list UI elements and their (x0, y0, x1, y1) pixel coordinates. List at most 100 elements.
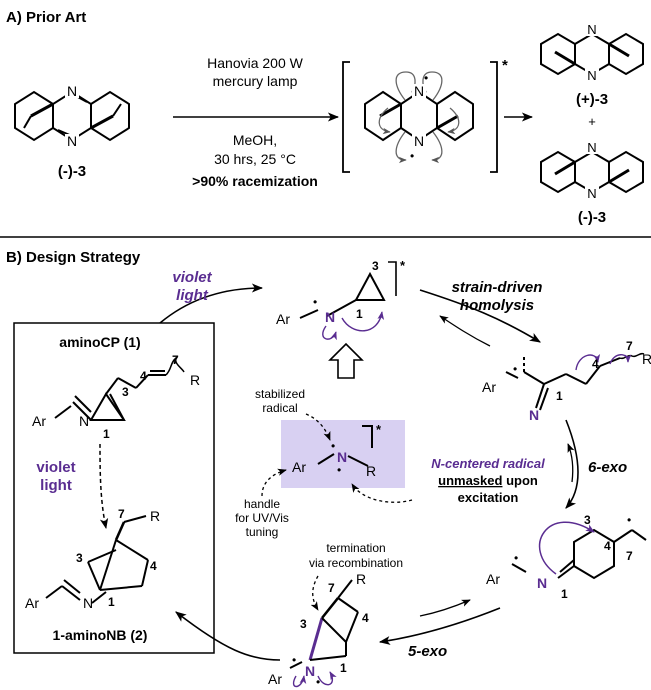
curly-arrows-purple (322, 311, 385, 341)
six-exo-label: 6-exo (588, 459, 627, 476)
aminonb-structure (45, 515, 149, 604)
excited-mark: * (400, 258, 406, 273)
condition-solvent: MeOH, (233, 132, 277, 148)
locant-1: 1 (561, 587, 568, 601)
atom-n: N (587, 186, 596, 201)
locant-3: 3 (122, 385, 129, 399)
upon-word: upon (502, 473, 537, 488)
radical-dot: • (316, 675, 320, 689)
norbornyl-radical (289, 579, 359, 669)
condition-time-temp: 30 hrs, 25 °C (214, 151, 296, 167)
atom-n: N (325, 309, 335, 325)
locant-7: 7 (626, 549, 633, 563)
strain-driven-2: homolysis (460, 297, 534, 314)
locant-7: 7 (118, 507, 125, 521)
six-exo-arrow-back (567, 443, 575, 483)
termination-2: via recombination (309, 556, 403, 570)
condition-result: >90% racemization (192, 173, 318, 189)
atom-n: N (67, 133, 77, 149)
excited-bracket (388, 261, 397, 296)
termination-1: termination (326, 541, 385, 555)
excited-aminocp-structure (299, 271, 386, 319)
locant-1: 1 (108, 595, 115, 609)
section-b-title: B) Design Strategy (6, 249, 141, 266)
central-highlight-box (281, 420, 405, 488)
radical-dot: • (514, 551, 518, 565)
equilibrium-arrow (419, 289, 541, 343)
radical-dot: • (513, 362, 517, 376)
excited-state-structure (364, 90, 474, 142)
stabilized-radical-2: radical (262, 401, 297, 415)
locant-1: 1 (356, 307, 363, 321)
locant-3: 3 (300, 617, 307, 631)
condition-lamp-1: Hanovia 200 W (207, 55, 304, 71)
atom-ar: Ar (32, 413, 46, 429)
atom-n: N (587, 68, 596, 83)
atom-ar: Ar (486, 571, 500, 587)
atom-ar: Ar (268, 671, 282, 687)
handle-3: tuning (246, 525, 279, 539)
atom-r: R (150, 508, 160, 524)
unmasked-word: unmasked (438, 473, 502, 488)
central-radical-structure (317, 425, 373, 467)
handle-2: for UV/Vis (235, 511, 289, 525)
atom-n: N (337, 449, 347, 465)
atom-n: N (414, 83, 424, 99)
locant-7: 7 (172, 353, 179, 367)
box-bottom-label: 1-aminoNB (2) (53, 627, 148, 643)
aminocp-structure (54, 355, 185, 421)
locant-4: 4 (140, 369, 147, 383)
violet-light-top-2: light (176, 287, 209, 304)
left-box (13, 322, 215, 654)
excited-state-bracket (342, 61, 498, 173)
atom-ar: Ar (25, 595, 39, 611)
radical-dot: • (292, 653, 296, 667)
excited-mark: * (376, 422, 382, 437)
start-label: (-)-3 (58, 163, 86, 180)
five-exo-arrow-back (419, 599, 471, 617)
excited-mark: * (502, 57, 508, 74)
n-centered-label: N-centered radical (431, 456, 545, 471)
atom-n: N (529, 407, 539, 423)
locant-7: 7 (626, 339, 633, 353)
atom-n: N (414, 133, 424, 149)
locant-1: 1 (103, 427, 110, 441)
strain-driven-1: strain-driven (452, 279, 543, 296)
radical-dot: • (424, 71, 428, 85)
section-a-title: A) Prior Art (6, 9, 86, 26)
atom-ar: Ar (276, 311, 290, 327)
starting-material-structure (14, 90, 130, 142)
atom-n: N (79, 413, 89, 429)
curly-arrows-purple (292, 671, 337, 688)
locant-4: 4 (604, 539, 611, 553)
locant-3: 3 (584, 513, 591, 527)
locant-4: 4 (592, 357, 599, 371)
radical-dot: • (331, 439, 335, 453)
n-centered-dashed-arrow (351, 483, 413, 503)
violet-light-top-1: violet (172, 269, 212, 286)
atom-r: R (366, 463, 376, 479)
five-exo-label: 5-exo (408, 643, 447, 660)
return-arrow (175, 611, 281, 661)
atom-n: N (537, 575, 547, 591)
radical-dot: • (627, 513, 631, 527)
locant-3: 3 (372, 259, 379, 273)
box-title: aminoCP (1) (59, 334, 140, 350)
handle-dashed-arrow (261, 468, 287, 497)
five-exo-arrow (378, 607, 501, 645)
atom-n: N (83, 595, 93, 611)
curly-arrows-purple (575, 353, 632, 371)
atom-r: R (190, 372, 200, 388)
open-chain-radical (505, 354, 621, 411)
termination-dashed-arrow (310, 575, 319, 611)
excitation-arrow (159, 283, 264, 324)
atom-n: N (67, 83, 77, 99)
product-minus-label: (-)-3 (578, 209, 606, 226)
radical-dot: • (313, 295, 317, 309)
wavy-bond (619, 352, 645, 360)
locant-4: 4 (150, 559, 157, 573)
atom-n: N (305, 663, 315, 679)
locant-7: 7 (328, 581, 335, 595)
locant-1: 1 (340, 661, 347, 675)
